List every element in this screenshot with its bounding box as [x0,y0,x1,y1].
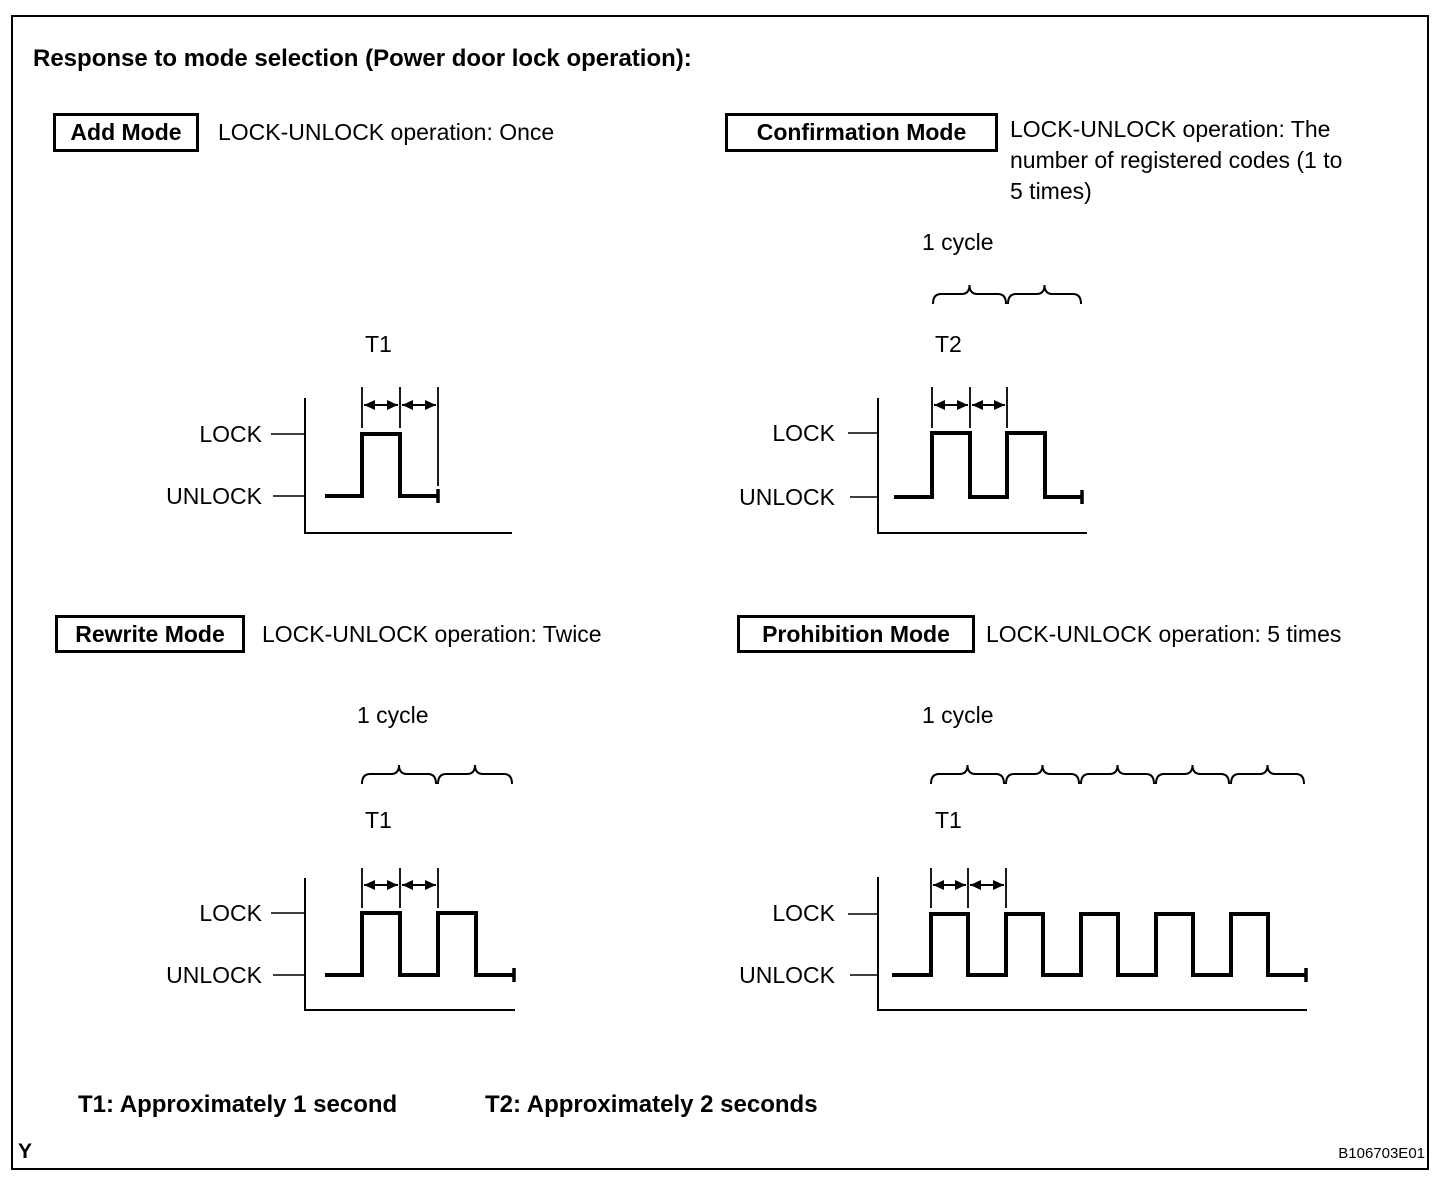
arrowhead-right [425,400,436,410]
arrowhead-left [933,880,944,890]
measure-label-rewrite: T1 [365,807,392,833]
waveform-rewrite [325,911,514,977]
signal-axis [877,877,1307,1011]
mode-description-add: LOCK-UNLOCK operation: Once [218,119,555,145]
footnote-t1: T1: Approximately 1 second [78,1091,398,1118]
measure-label-add: T1 [365,331,392,357]
cycle-brace [361,764,437,785]
arrowhead-left [970,880,981,890]
panel-add-drawing [271,387,512,534]
signal-axis [304,878,515,1011]
unlock-label-confirmation: UNLOCK [739,484,835,510]
footnote-t2: T2: Approximately 2 seconds [485,1091,818,1118]
arrowhead-right [957,400,968,410]
arrowhead-right [387,880,398,890]
cycle-brace [1080,764,1155,785]
unlock-label-rewrite: UNLOCK [166,962,262,988]
cycle-brace [437,764,513,785]
mode-description-confirmation: LOCK-UNLOCK operation: The number of reg… [1010,116,1343,204]
cycle-brace [1230,764,1305,785]
cycle-brace [1005,764,1080,785]
arrowhead-left [402,400,413,410]
arrowhead-right [955,880,966,890]
arrowhead-right [387,400,398,410]
panel-confirmation-drawing [848,284,1087,534]
unlock-label-prohibition: UNLOCK [739,962,835,988]
measure-label-prohibition: T1 [935,807,962,833]
arrowhead-right [993,880,1004,890]
arrowhead-left [364,880,375,890]
arrowhead-right [994,400,1005,410]
lock-label-confirmation: LOCK [772,420,835,446]
mode-box-add: Add Mode [53,113,199,152]
measure-label-confirmation: T2 [935,331,962,357]
figure-border [11,15,1429,1170]
cycle-brace [932,284,1007,305]
cycle-label-rewrite: 1 cycle [357,702,429,728]
cycle-label-confirmation: 1 cycle [922,229,994,255]
page-marker: Y [18,1140,33,1163]
figure-id: B106703E01 [1338,1145,1425,1162]
unlock-label-add: UNLOCK [166,483,262,509]
arrowhead-left [972,400,983,410]
arrowhead-left [364,400,375,410]
panel-prohibition-drawing [848,764,1308,1011]
lock-label-rewrite: LOCK [199,900,262,926]
lock-label-add: LOCK [199,421,262,447]
mode-description-rewrite: LOCK-UNLOCK operation: Twice [262,621,602,647]
waveform-add [325,432,438,498]
panel-rewrite-drawing [271,764,516,1011]
mode-box-prohibition: Prohibition Mode [737,615,975,653]
arrowhead-left [402,880,413,890]
arrowhead-left [934,400,945,410]
waveform-confirmation [894,431,1082,499]
mode-description-prohibition: LOCK-UNLOCK operation: 5 times [986,621,1342,647]
cycle-brace [1007,284,1082,305]
arrowhead-right [425,880,436,890]
page-title: Response to mode selection (Power door l… [33,45,692,72]
cycle-label-prohibition: 1 cycle [922,702,994,728]
signal-axis [877,398,1087,534]
cycle-brace [1155,764,1230,785]
lock-label-prohibition: LOCK [772,900,835,926]
cycle-brace [930,764,1005,785]
signal-axis [304,398,512,534]
waveform-prohibition [892,912,1306,977]
mode-box-confirmation: Confirmation Mode [725,113,998,152]
mode-box-rewrite: Rewrite Mode [55,615,245,653]
